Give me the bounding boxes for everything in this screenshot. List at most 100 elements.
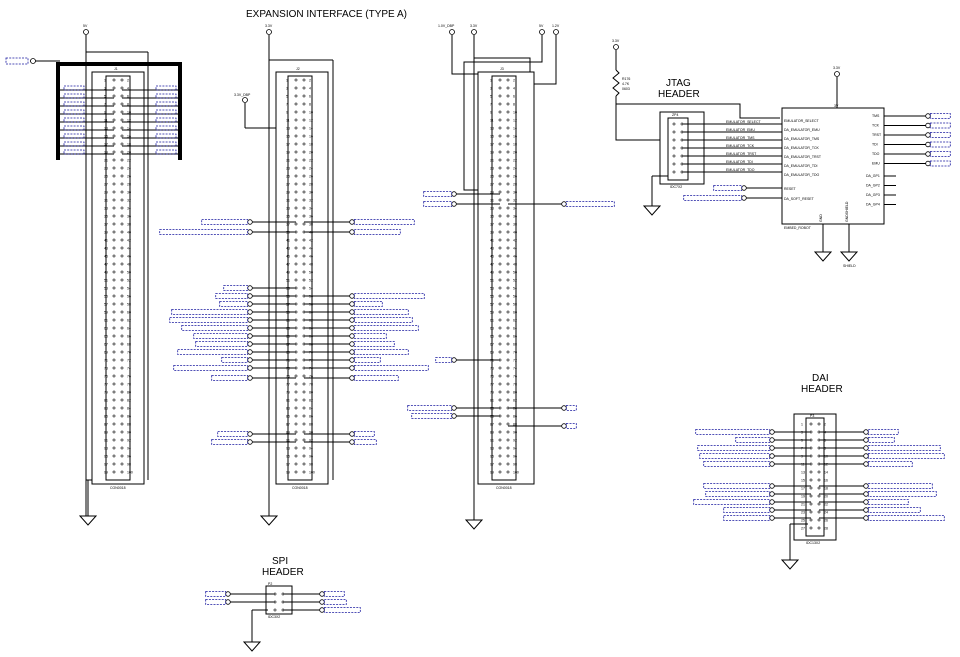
svg-text:20: 20 [824, 494, 828, 498]
svg-text:TCK: TCK [872, 124, 880, 128]
svg-text:87: 87 [286, 422, 290, 426]
svg-text:43: 43 [104, 246, 108, 250]
svg-text:95: 95 [104, 454, 108, 458]
svg-text:79: 79 [490, 390, 494, 394]
svg-text:16: 16 [824, 478, 828, 482]
svg-text:TDI: TDI [872, 143, 878, 147]
svg-text:DA_EMULATOR_TMS: DA_EMULATOR_TMS [784, 137, 820, 141]
j1-rail-label: 5V [83, 24, 88, 28]
svg-text:90: 90 [309, 430, 313, 434]
svg-text:56: 56 [127, 294, 131, 298]
svg-text:29: 29 [490, 190, 494, 194]
svg-text:15: 15 [801, 478, 805, 482]
svg-text:97: 97 [490, 462, 494, 466]
svg-text:7: 7 [104, 102, 106, 106]
svg-text:33: 33 [104, 206, 108, 210]
j3-part: CON0018 [496, 486, 512, 490]
svg-text:29: 29 [286, 190, 290, 194]
svg-text:13: 13 [286, 126, 290, 130]
svg-text:91: 91 [104, 438, 108, 442]
svg-text:81: 81 [286, 398, 290, 402]
svg-text:DA_EMULATOR_TRST: DA_EMULATOR_TRST [784, 155, 822, 159]
svg-text:55: 55 [490, 294, 494, 298]
svg-text:89: 89 [286, 430, 290, 434]
svg-text:97: 97 [104, 462, 108, 466]
svg-text:72: 72 [513, 358, 517, 362]
svg-text:14: 14 [309, 126, 313, 130]
svg-text:2: 2 [309, 78, 311, 82]
svg-text:47: 47 [104, 262, 108, 266]
svg-text:28: 28 [127, 182, 131, 186]
svg-text:25: 25 [286, 174, 290, 178]
svg-text:72: 72 [127, 358, 131, 362]
svg-text:21: 21 [801, 502, 805, 506]
svg-text:EMULATOR_TRST: EMULATOR_TRST [726, 152, 757, 156]
svg-text:7: 7 [286, 102, 288, 106]
svg-text:DA_GP3: DA_GP3 [866, 193, 880, 197]
svg-text:61: 61 [104, 318, 108, 322]
svg-text:67: 67 [490, 342, 494, 346]
svg-text:71: 71 [104, 358, 108, 362]
svg-text:70: 70 [513, 350, 517, 354]
svg-text:23: 23 [490, 166, 494, 170]
svg-text:100: 100 [513, 470, 519, 474]
svg-text:99: 99 [490, 470, 494, 474]
svg-text:65: 65 [104, 334, 108, 338]
svg-text:17: 17 [104, 142, 108, 146]
svg-text:60: 60 [513, 310, 517, 314]
svg-text:24: 24 [824, 510, 828, 514]
svg-text:95: 95 [490, 454, 494, 458]
svg-text:17: 17 [801, 486, 805, 490]
svg-text:91: 91 [286, 438, 290, 442]
svg-text:85: 85 [104, 414, 108, 418]
svg-text:95: 95 [286, 454, 290, 458]
svg-text:52: 52 [309, 278, 313, 282]
svg-text:63: 63 [104, 326, 108, 330]
svg-text:39: 39 [104, 230, 108, 234]
svg-text:18: 18 [309, 142, 313, 146]
svg-text:25: 25 [801, 518, 805, 522]
svg-text:45: 45 [286, 254, 290, 258]
dai-part: IDC13X2 [806, 541, 820, 545]
svg-text:76: 76 [513, 374, 517, 378]
svg-text:52: 52 [127, 278, 131, 282]
svg-text:78: 78 [513, 382, 517, 386]
svg-text:30: 30 [513, 190, 517, 194]
svg-text:47: 47 [286, 262, 290, 266]
j3-ref: J3 [500, 67, 504, 71]
j1-part: CON0018 [110, 486, 126, 490]
j3-rail-a: 1.0V_DBP [438, 24, 455, 28]
svg-text:58: 58 [127, 302, 131, 306]
svg-text:TRST: TRST [872, 133, 882, 137]
svg-text:EMULATOR_TDI: EMULATOR_TDI [726, 160, 753, 164]
svg-text:21: 21 [490, 158, 494, 162]
svg-text:82: 82 [127, 398, 131, 402]
r176-pkg: 0603 [622, 87, 630, 91]
svg-text:90: 90 [127, 430, 131, 434]
svg-text:35: 35 [104, 214, 108, 218]
svg-text:14: 14 [824, 470, 828, 474]
svg-text:94: 94 [309, 446, 313, 450]
svg-text:8: 8 [513, 102, 515, 106]
svg-text:53: 53 [490, 286, 494, 290]
svg-text:21: 21 [104, 158, 108, 162]
svg-text:17: 17 [490, 142, 494, 146]
svg-text:31: 31 [286, 198, 290, 202]
svg-text:81: 81 [104, 398, 108, 402]
svg-text:DA_GP1: DA_GP1 [866, 174, 880, 178]
jtag-title-1: JTAG [666, 78, 691, 89]
svg-text:7: 7 [490, 102, 492, 106]
svg-text:21: 21 [286, 158, 290, 162]
svg-text:27: 27 [801, 526, 805, 530]
svg-text:6: 6 [127, 94, 129, 98]
svg-text:1: 1 [286, 78, 288, 82]
ground-symbols [78, 205, 859, 652]
svg-text:58: 58 [513, 302, 517, 306]
svg-text:92: 92 [513, 438, 517, 442]
svg-text:94: 94 [513, 446, 517, 450]
svg-text:44: 44 [309, 246, 313, 250]
svg-text:48: 48 [513, 262, 517, 266]
svg-text:24: 24 [309, 166, 313, 170]
